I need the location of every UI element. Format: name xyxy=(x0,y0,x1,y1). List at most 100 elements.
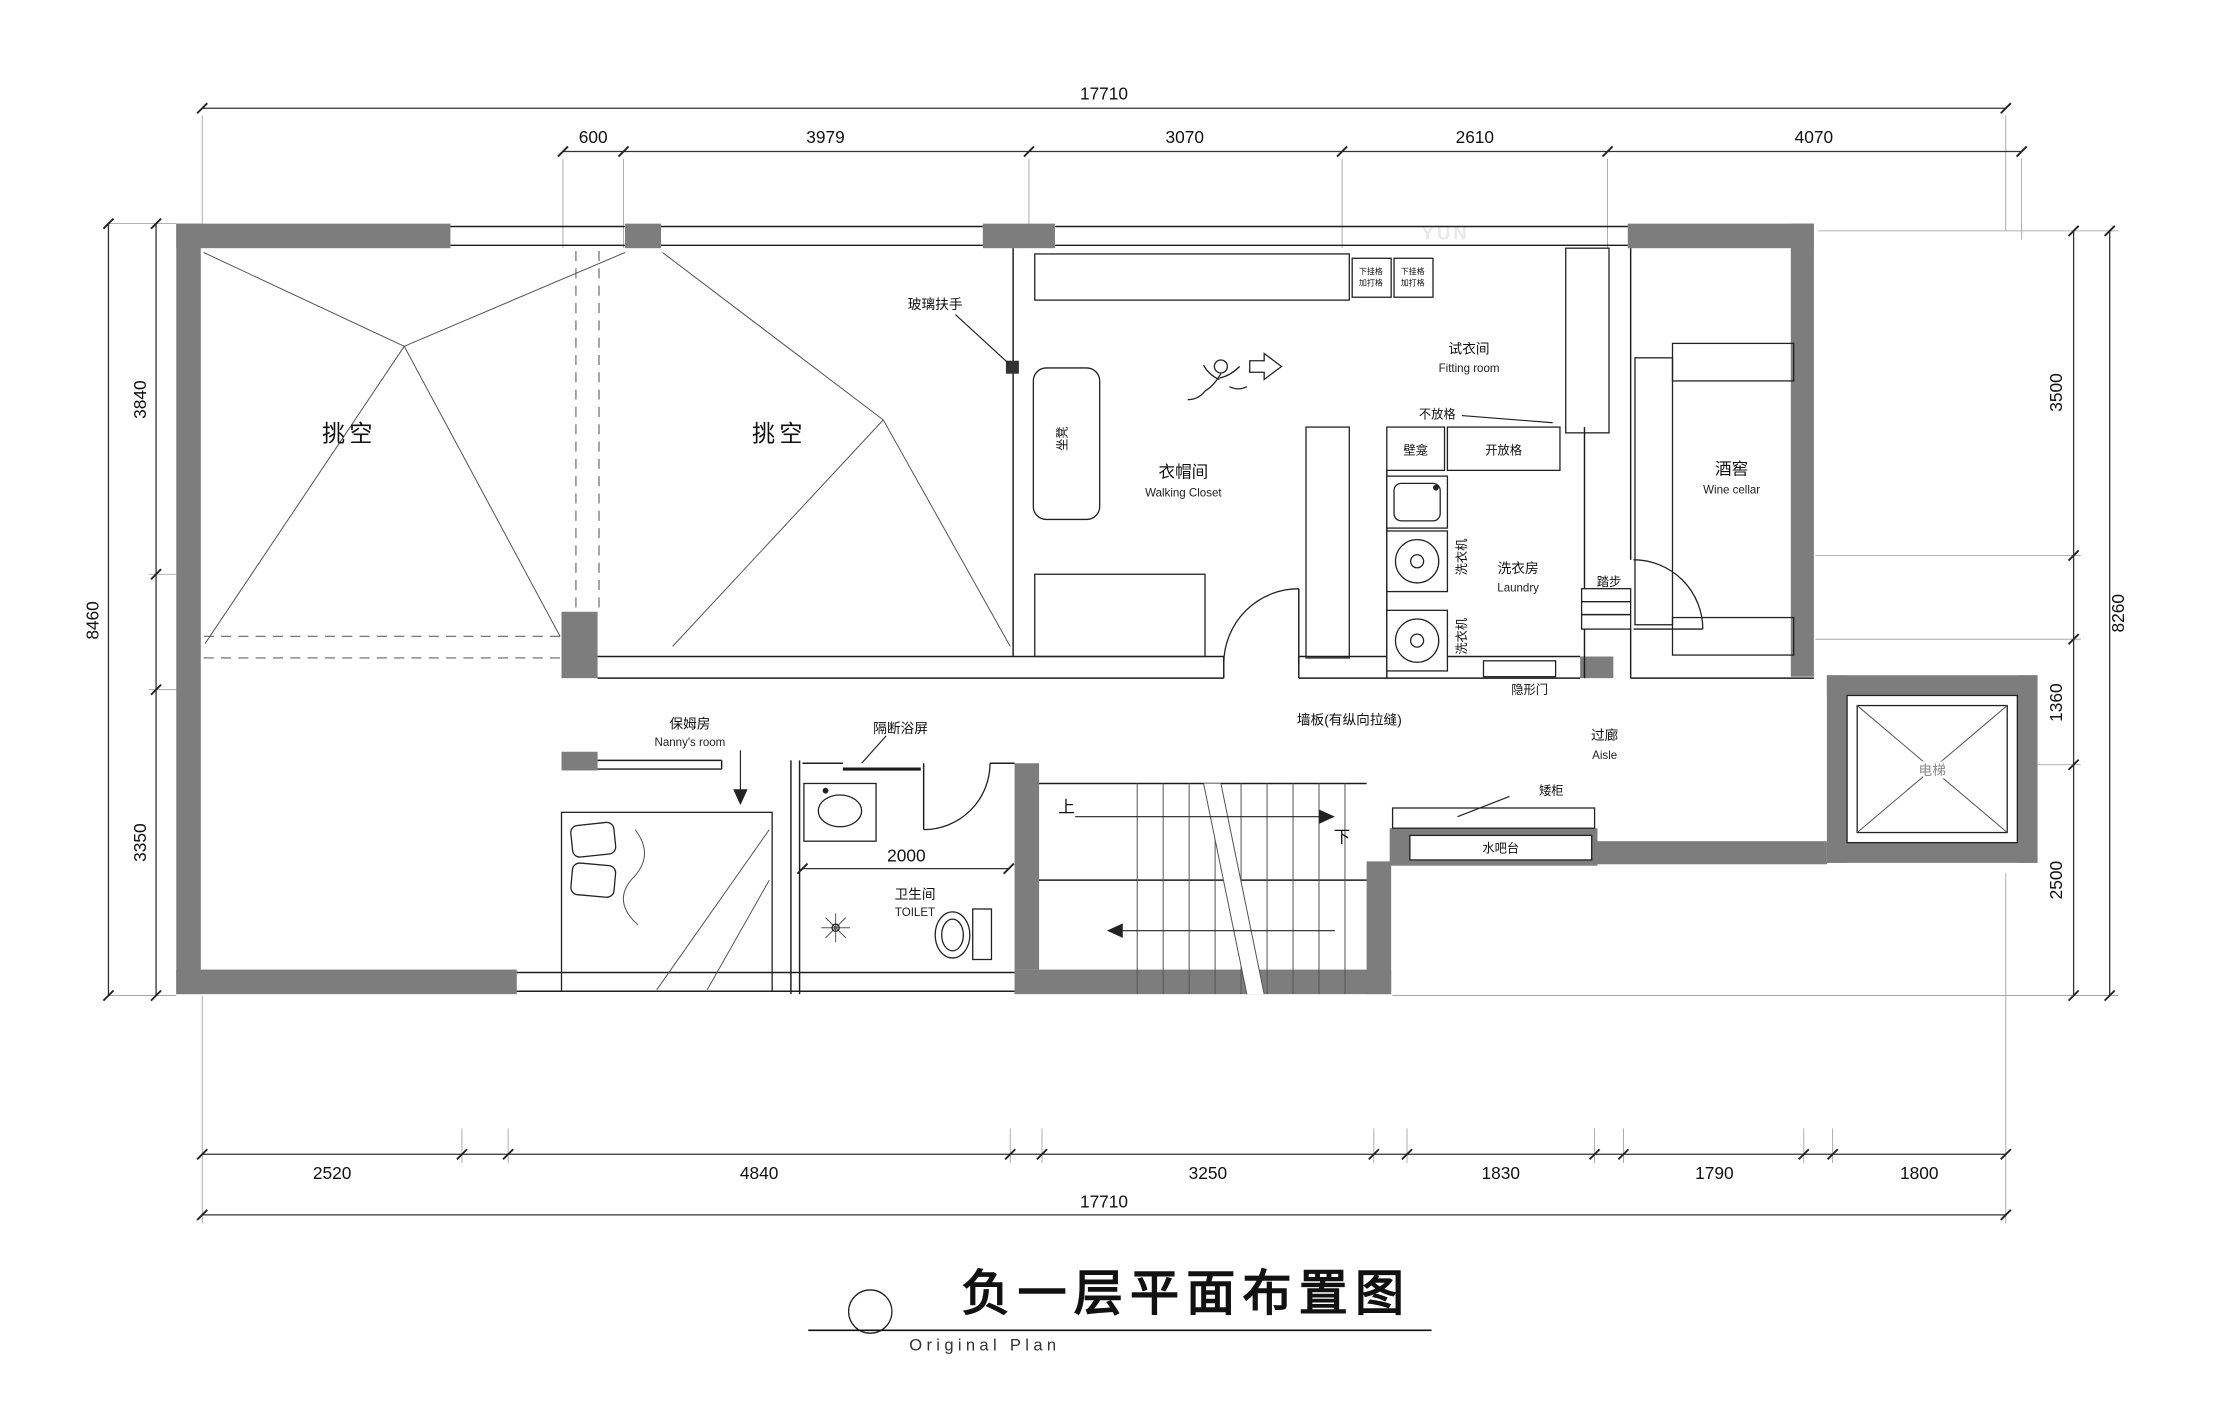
dimension-top: 17710 600 3979 3070 2610 4070 xyxy=(196,84,2028,158)
entry-steps: 踏步 xyxy=(1580,575,1632,630)
wall-panel-label: 墙板(有纵向拉缝) xyxy=(1297,712,1402,727)
shelf-box-1-line2: 加打格 xyxy=(1359,278,1383,288)
dimension-bottom: 2520 4840 3250 1830 1790 1800 17710 xyxy=(196,1148,2012,1221)
extension-lines xyxy=(108,115,2119,1224)
washing-machine-2: 洗衣机 xyxy=(1386,609,1469,672)
dim-right-seg-1360: 1360 xyxy=(2046,683,2066,721)
vanity xyxy=(803,782,877,842)
stair-up-label: 上 xyxy=(1058,797,1075,816)
dim-top-seg-600: 600 xyxy=(579,127,608,147)
open-shelf-box xyxy=(1446,426,1561,472)
elevator-label: 电梯 xyxy=(1919,763,1946,778)
dimension-right: 8260 3500 1360 2500 xyxy=(2046,225,2128,1002)
low-cabinet xyxy=(1391,807,1596,829)
glass-handrail-label: 玻璃扶手 xyxy=(908,296,963,312)
room-label-aisle-en: Aisle xyxy=(1592,750,1617,762)
toilet-fixture xyxy=(934,908,993,961)
steps-label: 踏步 xyxy=(1597,575,1622,589)
entry-arrow-icon xyxy=(733,789,748,806)
room-label-void-middle: 挑空 xyxy=(752,421,807,447)
dim-toilet-width: 2000 xyxy=(887,845,925,865)
dim-left-seg-3840: 3840 xyxy=(130,380,150,418)
room-label-fitting-en: Fitting room xyxy=(1439,363,1500,375)
dim-bottom-total: 17710 xyxy=(1080,1192,1128,1212)
room-label-toilet-en: TOILET xyxy=(895,907,935,919)
stair-arrow2-icon xyxy=(1106,923,1123,938)
bed xyxy=(560,811,773,992)
shelf-box-1 xyxy=(1351,257,1392,298)
dim-left-seg-3350: 3350 xyxy=(130,823,150,861)
void-areas: 挑空 挑空 xyxy=(203,251,1011,659)
stair-arrow-icon xyxy=(1319,809,1335,824)
open-shelf-label: 开放格 xyxy=(1485,443,1522,458)
walls xyxy=(176,223,2038,995)
room-label-nanny-en: Nanny's room xyxy=(655,737,726,749)
no-rack-label: 不放格 xyxy=(1419,406,1456,421)
water-bar-label: 水吧台 xyxy=(1482,841,1519,856)
hidden-door-panel xyxy=(1482,660,1557,678)
partition-lines xyxy=(450,225,1814,995)
walking-closet: 坐凳 下挂格 加打格 下挂格 加打格 衣帽间 Walking Closet xyxy=(1032,253,1434,664)
dim-top-seg-3979: 3979 xyxy=(806,127,844,147)
bench-seat xyxy=(1032,367,1101,521)
washing-machine-1: 洗衣机 xyxy=(1386,530,1469,593)
toilet-door xyxy=(922,763,991,831)
room-label-fitting-cn: 试衣间 xyxy=(1449,341,1490,356)
corridor: 墙板(有纵向拉缝) 过廊 Aisle 矮柜 水吧台 xyxy=(1297,712,1619,861)
title-block: 负一层平面布置图 Original Plan xyxy=(808,1267,1432,1355)
stair-down-label: 下 xyxy=(1334,828,1351,847)
washing-machine-2-label: 洗衣机 xyxy=(1454,618,1469,655)
room-label-wine-en: Wine cellar xyxy=(1703,484,1760,496)
niche-label: 壁龛 xyxy=(1403,443,1428,458)
room-label-aisle-cn: 过廊 xyxy=(1591,727,1619,743)
shelf-box-2-line1: 下挂格 xyxy=(1401,266,1425,276)
floor-drain xyxy=(821,913,851,943)
dim-left-total: 8460 xyxy=(82,601,102,639)
dim-bottom-seg-1800: 1800 xyxy=(1900,1163,1938,1183)
closet-door xyxy=(1223,588,1300,664)
shelf-box-2 xyxy=(1393,257,1434,298)
drawing-title-en: Original Plan xyxy=(909,1336,1060,1355)
room-label-closet-cn: 衣帽间 xyxy=(1158,463,1208,482)
low-cabinet-label: 矮柜 xyxy=(1539,784,1564,798)
room-label-void-left: 挑空 xyxy=(322,421,377,447)
drawing-title-cn: 负一层平面布置图 xyxy=(961,1267,1411,1321)
bath-screen-label: 隔断浴屏 xyxy=(873,721,928,736)
direction-arrow-icon xyxy=(1249,352,1283,381)
dim-bottom-seg-3250: 3250 xyxy=(1189,1163,1227,1183)
dim-right-seg-2500: 2500 xyxy=(2046,861,2066,899)
watermark: YUN xyxy=(1421,223,1469,244)
human-figure xyxy=(1187,352,1283,401)
niche-box xyxy=(1386,426,1446,472)
dim-top-seg-2610: 2610 xyxy=(1456,127,1494,147)
dim-bottom-seg-1830: 1830 xyxy=(1482,1163,1520,1183)
dim-bottom-seg-2520: 2520 xyxy=(313,1163,351,1183)
dim-bottom-seg-1790: 1790 xyxy=(1695,1163,1733,1183)
glass-handrail: 玻璃扶手 xyxy=(908,296,1019,374)
laundry-room: 壁龛 开放格 洗衣机 洗衣机 洗衣房 Laundry 隐形门 xyxy=(1386,426,1561,697)
dim-top-seg-4070: 4070 xyxy=(1795,127,1833,147)
washing-machine-1-label: 洗衣机 xyxy=(1454,539,1469,576)
fitting-room: 试衣间 Fitting room 不放格 xyxy=(1419,247,1610,434)
room-label-toilet-cn: 卫生间 xyxy=(894,887,935,902)
dim-top-seg-3070: 3070 xyxy=(1166,127,1204,147)
dimension-left: 8460 3840 3350 xyxy=(82,217,162,1002)
dim-right-total: 8260 xyxy=(2108,594,2128,632)
staircase: 上 下 xyxy=(1039,782,1367,995)
elevator: 电梯 xyxy=(1846,694,2018,844)
title-circle-icon xyxy=(847,1289,893,1334)
toilet-room: 隔断浴屏 2000 卫生间 TOILET xyxy=(796,721,1015,961)
wine-cellar: 酒窖 Wine cellar 踏步 xyxy=(1580,342,1795,656)
room-label-wine-cn: 酒窖 xyxy=(1715,460,1748,479)
room-label-laundry-en: Laundry xyxy=(1497,583,1539,595)
water-bar xyxy=(1409,834,1593,861)
nanny-room: 保姆房 Nanny's room xyxy=(560,717,773,992)
shelf-box-2-line2: 加打格 xyxy=(1401,278,1425,288)
shelf-box-1-line1: 下挂格 xyxy=(1359,266,1383,276)
room-label-nanny-cn: 保姆房 xyxy=(669,717,710,732)
dim-top-total: 17710 xyxy=(1080,84,1128,104)
hidden-door-label: 隐形门 xyxy=(1511,682,1548,697)
dim-bottom-seg-4840: 4840 xyxy=(740,1163,778,1183)
